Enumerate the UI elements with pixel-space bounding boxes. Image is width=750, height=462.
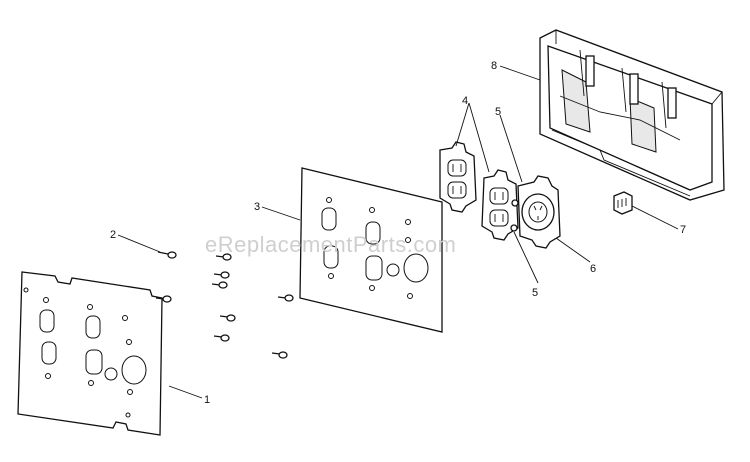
part-5-terminal-screws <box>510 199 519 232</box>
part-3-mounting-plate <box>299 167 443 333</box>
screw-g <box>213 334 230 342</box>
leader-lines <box>117 65 679 399</box>
screw-e <box>277 294 294 302</box>
callout-7: 7 <box>680 224 686 236</box>
callout-5-top: 5 <box>495 106 501 118</box>
watermark-text: eReplacementParts.com <box>205 232 456 257</box>
part-1-cover-plate <box>17 271 163 436</box>
part-4-receptacle-left <box>439 141 477 213</box>
screw-d <box>155 295 172 303</box>
screw-a <box>215 253 232 261</box>
callout-5-bottom: 5 <box>532 287 538 299</box>
screw-2 <box>157 251 177 259</box>
screw-h <box>271 351 288 359</box>
callout-3: 3 <box>254 201 260 213</box>
callout-6: 6 <box>590 263 596 275</box>
screws <box>155 251 294 359</box>
callout-1: 1 <box>204 394 210 406</box>
part-8-outlet-box <box>539 29 725 201</box>
part-6-twist-lock-receptacle <box>517 175 561 249</box>
part-4-receptacle-right <box>481 169 519 241</box>
screw-c <box>211 281 228 289</box>
screw-f <box>219 314 236 322</box>
callout-8: 8 <box>491 60 497 72</box>
part-7-connector <box>613 191 633 215</box>
callout-4: 4 <box>462 95 468 107</box>
screw-b <box>213 271 230 279</box>
callout-2: 2 <box>110 229 116 241</box>
